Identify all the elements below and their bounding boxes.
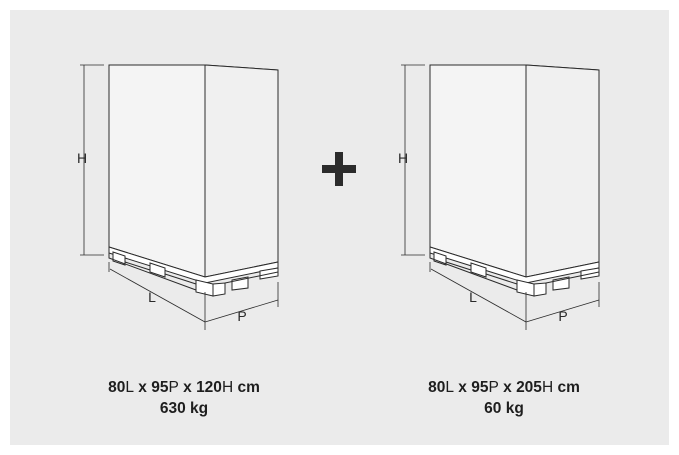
package-caption-2: 80L x 95P x 205H cm 60 kg — [384, 377, 624, 419]
length-label: L — [148, 289, 156, 305]
height-label: H — [77, 150, 87, 166]
plus-icon — [322, 152, 356, 186]
pallet-figure-1 — [79, 64, 279, 331]
height-label: H — [398, 150, 408, 166]
dimensions-text: 80L x 95P x 205H cm — [428, 379, 580, 396]
package-caption-1: 80L x 95P x 120H cm 630 kg — [64, 377, 304, 419]
dimensions-text: 80L x 95P x 120H cm — [108, 379, 260, 396]
depth-label: P — [237, 308, 246, 324]
weight-text: 630 kg — [159, 400, 209, 417]
depth-label: P — [558, 308, 567, 324]
weight-text: 60 kg — [484, 400, 524, 417]
pallet-figure-2 — [400, 64, 600, 331]
length-label: L — [469, 289, 477, 305]
